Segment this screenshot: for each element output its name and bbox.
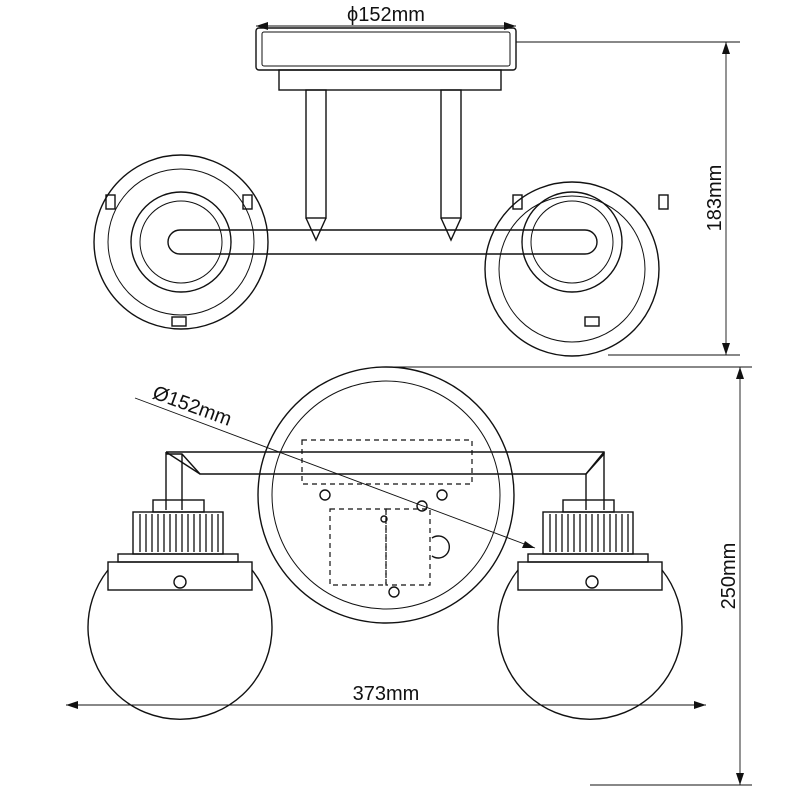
top-height-dimension: 183mm	[516, 41, 740, 356]
top-left-shade	[93, 154, 269, 330]
front-arm	[165, 451, 605, 510]
right-globe-shade	[497, 569, 683, 720]
front-diameter-dimension: Ø152mm	[134, 382, 536, 549]
left-globe-shade	[87, 569, 273, 720]
left-lamp-holder	[107, 499, 253, 591]
top-mounting-plate	[255, 27, 517, 91]
front-height-label: 250mm	[718, 543, 740, 610]
front-canopy	[257, 366, 515, 624]
top-view: ϕ152mm 183mm	[93, 4, 740, 357]
top-diameter-dimension: ϕ152mm	[256, 4, 516, 30]
front-diameter-label: Ø152mm	[150, 382, 235, 431]
top-mounting-posts	[305, 89, 462, 242]
front-width-dimension: 373mm	[66, 683, 706, 709]
top-diameter-label: ϕ152mm	[347, 4, 425, 26]
front-width-label: 373mm	[353, 683, 420, 705]
front-height-dimension: 250mm	[386, 366, 752, 786]
front-view: Ø152mm 373mm 250mm	[66, 366, 752, 786]
top-crossbar	[167, 229, 598, 255]
top-height-label: 183mm	[704, 165, 726, 232]
right-lamp-holder	[517, 499, 663, 591]
top-right-shade	[484, 181, 669, 357]
